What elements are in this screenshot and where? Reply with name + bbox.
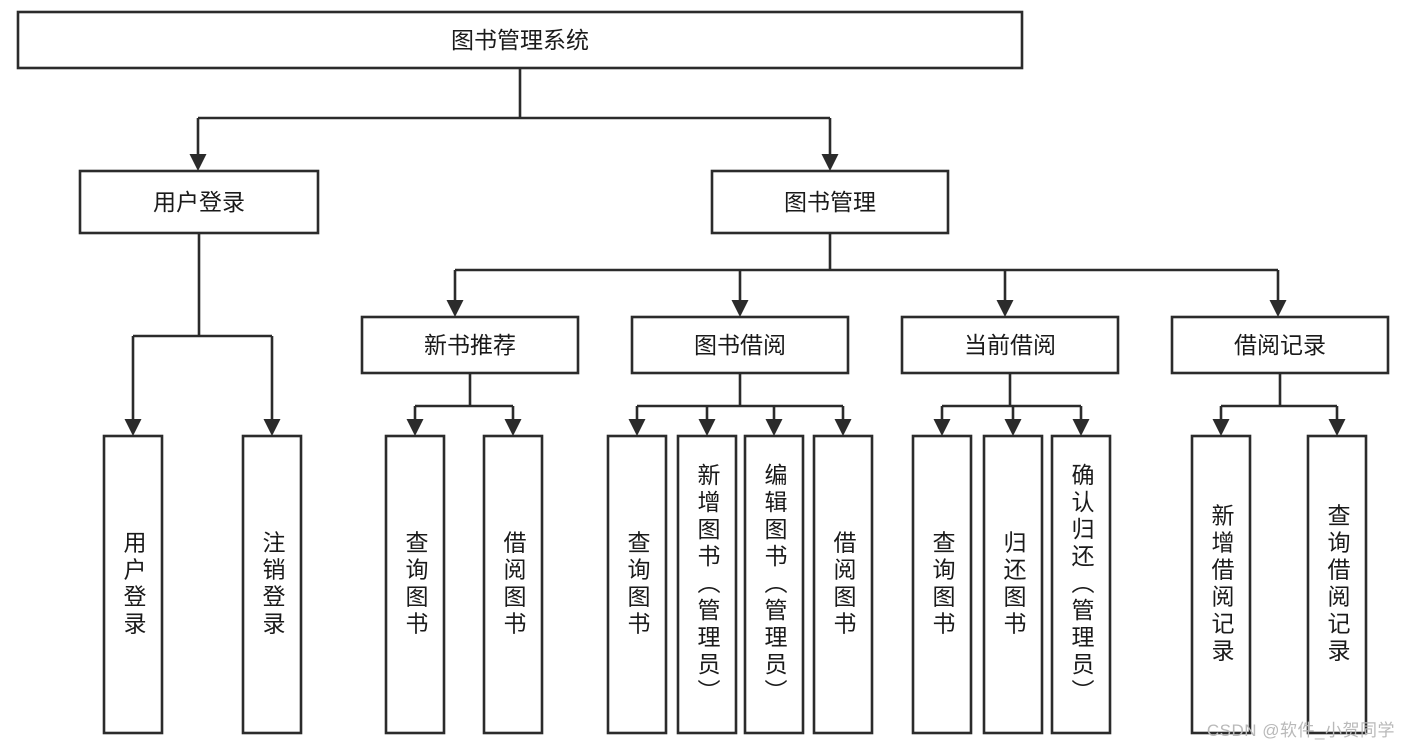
node-box-leaf-11[interactable] [1050, 434, 1112, 735]
node-leaf-4[interactable]: 借阅图书 [482, 434, 544, 735]
node-box-leaf-2[interactable] [241, 434, 303, 735]
node-label-leaf-7: 编辑图书（管理员） [761, 463, 788, 706]
node-root[interactable]: 图书管理系统 [16, 10, 1024, 70]
arrow-head-icon [996, 300, 1014, 317]
connector-e-bookmgmt-children [446, 233, 1287, 317]
connector-e-borrow-children [628, 373, 852, 436]
arrow-head-icon [504, 419, 522, 436]
node-label-newbook: 新书推荐 [424, 332, 516, 358]
arrow-head-icon [189, 154, 207, 171]
node-label-leaf-1: 用户登录 [120, 531, 147, 639]
arrow-head-icon [1004, 419, 1022, 436]
connector-e-current-children [933, 373, 1090, 436]
arrow-head-icon [765, 419, 783, 436]
node-layer: 图书管理系统用户登录图书管理新书推荐图书借阅当前借阅借阅记录用户登录注销登录查询… [16, 10, 1390, 735]
node-label-leaf-10: 归还图书 [1000, 531, 1027, 639]
node-leaf-3[interactable]: 查询图书 [384, 434, 446, 735]
node-label-current: 当前借阅 [964, 332, 1056, 358]
node-leaf-12[interactable]: 新增借阅记录 [1190, 434, 1252, 735]
arrow-head-icon [933, 419, 951, 436]
node-leaf-11[interactable]: 确认归还（管理员） [1050, 434, 1112, 735]
connector-e-login-children [124, 233, 281, 436]
arrow-head-icon [698, 419, 716, 436]
arrow-head-icon [1328, 419, 1346, 436]
arrow-head-icon [124, 419, 142, 436]
node-box-leaf-12[interactable] [1190, 434, 1252, 735]
node-label-leaf-6: 新增图书（管理员） [694, 463, 721, 706]
arrow-head-icon [406, 419, 424, 436]
connector-e-root-login [189, 68, 839, 171]
node-label-leaf-8: 借阅图书 [830, 531, 857, 639]
node-box-leaf-1[interactable] [102, 434, 164, 735]
node-bookmgmt[interactable]: 图书管理 [710, 169, 950, 235]
arrow-head-icon [628, 419, 646, 436]
connector-e-newbook-children [406, 373, 522, 436]
node-box-leaf-4[interactable] [482, 434, 544, 735]
node-box-leaf-10[interactable] [982, 434, 1044, 735]
node-box-leaf-7[interactable] [743, 434, 805, 735]
node-newbook[interactable]: 新书推荐 [360, 315, 580, 375]
node-login[interactable]: 用户登录 [78, 169, 320, 235]
node-leaf-8[interactable]: 借阅图书 [812, 434, 874, 735]
arrow-head-icon [1212, 419, 1230, 436]
node-leaf-5[interactable]: 查询图书 [606, 434, 668, 735]
node-label-leaf-4: 借阅图书 [500, 531, 527, 639]
arrow-head-icon [834, 419, 852, 436]
arrow-head-icon [1072, 419, 1090, 436]
node-box-leaf-3[interactable] [384, 434, 446, 735]
connector-e-records-children [1212, 373, 1346, 436]
node-current[interactable]: 当前借阅 [900, 315, 1120, 375]
node-label-login: 用户登录 [153, 189, 245, 215]
node-box-current[interactable] [900, 315, 1120, 375]
node-label-leaf-9: 查询图书 [929, 531, 956, 639]
node-leaf-6[interactable]: 新增图书（管理员） [676, 434, 738, 735]
node-label-leaf-2: 注销登录 [259, 531, 286, 639]
node-borrow[interactable]: 图书借阅 [630, 315, 850, 375]
node-box-leaf-9[interactable] [911, 434, 973, 735]
node-label-leaf-13: 查询借阅记录 [1324, 504, 1351, 666]
node-label-bookmgmt: 图书管理 [784, 189, 876, 215]
node-box-login[interactable] [78, 169, 320, 235]
node-label-leaf-12: 新增借阅记录 [1208, 504, 1235, 666]
node-box-leaf-8[interactable] [812, 434, 874, 735]
node-box-records[interactable] [1170, 315, 1390, 375]
arrow-head-icon [263, 419, 281, 436]
arrow-head-icon [446, 300, 464, 317]
node-box-leaf-13[interactable] [1306, 434, 1368, 735]
node-label-borrow: 图书借阅 [694, 332, 786, 358]
arrow-head-icon [1269, 300, 1287, 317]
node-leaf-7[interactable]: 编辑图书（管理员） [743, 434, 805, 735]
node-leaf-9[interactable]: 查询图书 [911, 434, 973, 735]
arrow-head-icon [731, 300, 749, 317]
connector-layer [124, 68, 1346, 436]
node-label-leaf-5: 查询图书 [624, 531, 651, 639]
node-box-borrow[interactable] [630, 315, 850, 375]
node-leaf-1[interactable]: 用户登录 [102, 434, 164, 735]
node-records[interactable]: 借阅记录 [1170, 315, 1390, 375]
node-label-root: 图书管理系统 [451, 27, 589, 53]
node-label-records: 借阅记录 [1234, 332, 1326, 358]
node-box-root[interactable] [16, 10, 1024, 70]
node-box-newbook[interactable] [360, 315, 580, 375]
node-leaf-10[interactable]: 归还图书 [982, 434, 1044, 735]
node-label-leaf-11: 确认归还（管理员） [1068, 463, 1095, 706]
node-box-leaf-5[interactable] [606, 434, 668, 735]
node-leaf-13[interactable]: 查询借阅记录 [1306, 434, 1368, 735]
node-box-bookmgmt[interactable] [710, 169, 950, 235]
arrow-head-icon [821, 154, 839, 171]
node-label-leaf-3: 查询图书 [402, 531, 429, 639]
node-leaf-2[interactable]: 注销登录 [241, 434, 303, 735]
node-box-leaf-6[interactable] [676, 434, 738, 735]
